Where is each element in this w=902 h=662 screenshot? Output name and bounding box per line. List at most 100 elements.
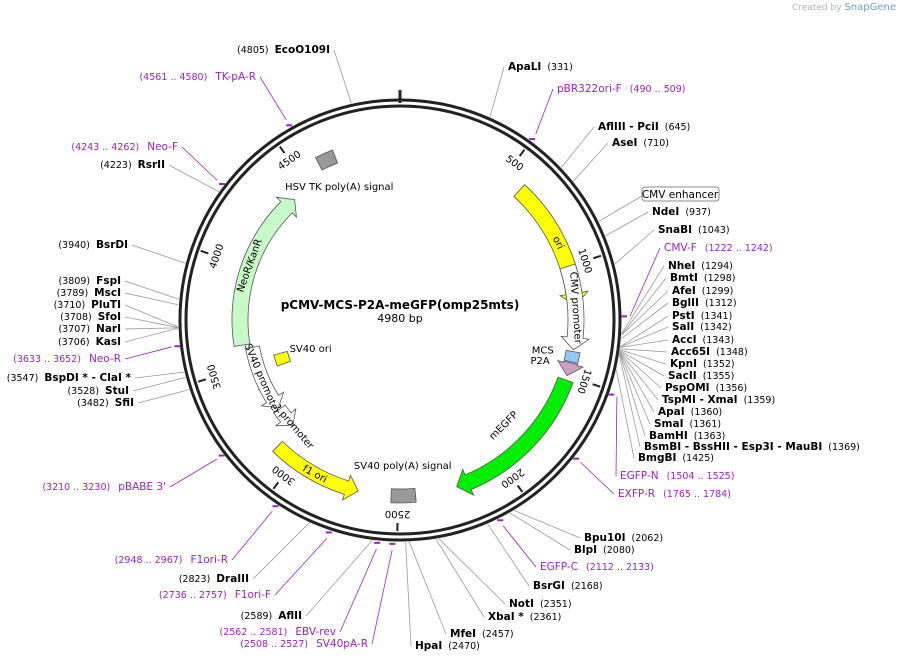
primer-range: (2508 .. 2527) xyxy=(240,639,308,650)
site-label: PspOMI(1356) xyxy=(665,382,747,394)
site-label: (3809) FspI xyxy=(59,275,121,287)
site-leader xyxy=(614,229,655,265)
feature-sv40-promoter xyxy=(245,345,285,409)
site-leader xyxy=(124,327,179,330)
site-label: BsrGI(2168) xyxy=(533,580,603,592)
site-enzyme: NotI xyxy=(509,598,534,610)
primer-name: EGFP-C xyxy=(540,561,578,573)
site-label: MfeI(2457) xyxy=(450,628,514,640)
site-label: PstI(1341) xyxy=(672,310,732,322)
site-leader xyxy=(305,540,373,617)
primer-label: (3210 .. 3230) pBABE 3' xyxy=(42,481,166,493)
tick-2000 xyxy=(516,484,524,493)
site-enzyme: AseI xyxy=(612,137,637,149)
feature-hsv-tk-poly-a-signal xyxy=(315,149,339,171)
site-position: (3708) xyxy=(60,312,92,323)
primer-range: (1222 .. 1242) xyxy=(705,243,773,254)
feature-f1-ori xyxy=(272,440,359,501)
feature-label-p2a: P2A xyxy=(531,356,550,367)
site-enzyme: HpaI xyxy=(415,640,442,652)
site-position: (2457) xyxy=(482,629,514,640)
feature-megfp xyxy=(456,376,574,497)
tick-3000 xyxy=(272,481,280,490)
site-leader xyxy=(573,142,609,182)
site-label: ApaI(1360) xyxy=(658,406,722,418)
feature-ampr-promoter xyxy=(273,404,297,427)
site-position: (3707) xyxy=(58,324,90,335)
site-position: (1363) xyxy=(694,431,726,442)
site-leader xyxy=(620,315,669,348)
site-leader xyxy=(509,512,571,551)
site-position: (331) xyxy=(547,62,573,73)
site-position: (2589) xyxy=(241,611,273,622)
boxed-label-frame xyxy=(641,186,720,202)
primer-label: EXFP-R(1765 .. 1784) xyxy=(618,488,731,500)
site-position: (2361) xyxy=(530,612,562,623)
site-position: (3706) xyxy=(58,337,90,348)
primer-label: EGFP-C(2112 .. 2133) xyxy=(540,561,654,573)
site-leader xyxy=(615,369,635,459)
site-position: (1361) xyxy=(690,419,722,430)
primer-name: Neo-F xyxy=(147,141,178,153)
site-label: SacII(1355) xyxy=(668,370,734,382)
primer-leader xyxy=(629,247,661,317)
site-enzyme: NarI xyxy=(96,323,121,335)
primer-label: pBR322ori-F(490 .. 509) xyxy=(557,83,685,95)
primer-name: TK-pA-R xyxy=(214,71,256,83)
primer-leader xyxy=(371,549,393,645)
site-enzyme: BglII xyxy=(672,297,699,309)
leader-layer xyxy=(124,49,669,647)
site-leader xyxy=(124,327,179,343)
tick-label-2500: 2500 xyxy=(385,508,411,519)
primer-name: pBABE 3' xyxy=(118,481,166,493)
site-leader xyxy=(124,292,179,306)
site-enzyme: AccI xyxy=(672,334,696,346)
primer-label: (3633 .. 3652)Neo-R xyxy=(13,353,121,365)
site-leader xyxy=(252,522,310,580)
site-label: (2823)DraIII xyxy=(179,573,249,585)
site-enzyme: PluTI xyxy=(91,299,121,311)
site-position: (1360) xyxy=(691,407,723,418)
site-label: (4805)EcoO109I xyxy=(237,44,330,56)
tick-label-4500: 4500 xyxy=(276,149,303,173)
site-label: Bpu10I(2062) xyxy=(584,532,663,544)
site-enzyme: BmtI xyxy=(670,272,698,284)
site-label: ApaLI(331) xyxy=(508,61,573,73)
site-enzyme: NheI xyxy=(668,260,695,272)
site-position: (2823) xyxy=(179,574,211,585)
site-position: (3809) xyxy=(59,276,91,287)
site-position: (1342) xyxy=(700,322,732,333)
site-label: BmtI(1298) xyxy=(670,272,735,284)
site-label: TspMI - XmaI(1359) xyxy=(662,394,775,406)
site-leader xyxy=(620,326,669,348)
primer-leader xyxy=(580,462,615,495)
primer-range: (4243 .. 4262) xyxy=(71,142,139,153)
site-leader xyxy=(618,354,641,448)
site-enzyme: KasI xyxy=(96,336,121,348)
primer-name: F1ori-R xyxy=(191,554,228,566)
site-enzyme: BsmBI - BssHII - Esp3I - MauBI xyxy=(644,441,822,453)
primer-leader xyxy=(502,525,537,568)
site-enzyme: SacII xyxy=(668,370,697,382)
site-leader xyxy=(619,349,667,365)
primer-name: F1ori-F xyxy=(235,589,271,601)
primer-range: (1504 .. 1525) xyxy=(667,471,735,482)
site-label: (3706) KasI xyxy=(58,336,121,348)
site-leader xyxy=(619,350,665,377)
primer-name: Neo-R xyxy=(89,353,121,365)
primer-leader xyxy=(339,548,377,633)
primer-leader xyxy=(231,510,273,561)
site-label: (3707) NarI xyxy=(58,323,121,335)
site-leader xyxy=(621,277,667,336)
site-leader xyxy=(605,211,649,237)
primer-leader xyxy=(535,88,554,135)
primer-label: (4561 .. 4580)TK-pA-R xyxy=(139,71,256,83)
site-enzyme: AflII xyxy=(278,610,302,622)
site-label: (3482)SfiI xyxy=(77,397,134,409)
primer-range: (3210 .. 3230) xyxy=(42,482,110,493)
primer-name: CMV-F xyxy=(664,242,697,254)
site-enzyme: FspI xyxy=(96,275,121,287)
site-position: (2351) xyxy=(540,599,572,610)
snapgene-brand: Created by SnapGene xyxy=(792,2,896,13)
